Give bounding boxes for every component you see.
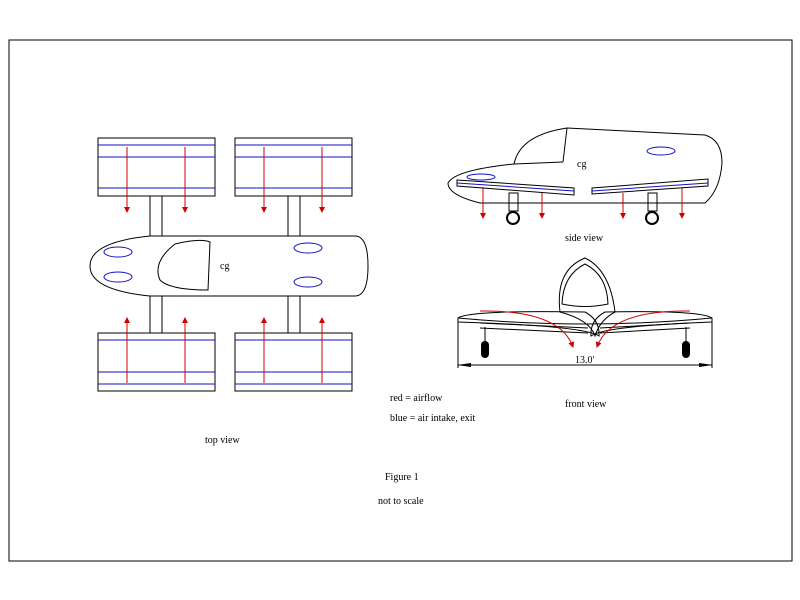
wing-side-rear bbox=[591, 178, 709, 195]
figure-frame bbox=[8, 39, 793, 562]
canopy-front bbox=[558, 257, 616, 338]
top-view-label: top view bbox=[205, 435, 240, 446]
legend-blue: blue = air intake, exit bbox=[390, 413, 476, 424]
wheel-icon bbox=[481, 341, 489, 358]
wheel-icon bbox=[645, 211, 659, 225]
fuselage-top bbox=[89, 235, 369, 297]
rotor-box-rear-left bbox=[234, 137, 353, 213]
side-view-label: side view bbox=[565, 233, 604, 244]
wheel-icon bbox=[682, 341, 690, 358]
fuselage-side bbox=[447, 127, 723, 204]
wing-side-front bbox=[456, 179, 575, 196]
cg-label-top: cg bbox=[220, 261, 229, 272]
scale-note: not to scale bbox=[378, 496, 424, 507]
top-view: cg top view bbox=[89, 137, 369, 446]
wheel-icon bbox=[506, 211, 520, 225]
side-view: cg side view bbox=[447, 127, 723, 244]
span-dimension: 13.0' bbox=[575, 355, 595, 366]
intake-icon bbox=[293, 276, 323, 288]
intake-icon bbox=[103, 271, 133, 283]
front-view: 13.0' front view bbox=[457, 257, 713, 410]
intake-icon bbox=[103, 246, 133, 258]
canopy-top bbox=[157, 239, 211, 291]
figure-title: Figure 1 bbox=[385, 472, 419, 483]
struts bbox=[149, 196, 301, 333]
rotor-box-rear-right bbox=[234, 317, 353, 392]
rotor-box-front-right bbox=[97, 317, 216, 392]
cg-label-side: cg bbox=[577, 159, 586, 170]
legend-red: red = airflow bbox=[390, 393, 443, 404]
intake-icon bbox=[646, 146, 676, 156]
intake-icon bbox=[466, 173, 496, 181]
front-view-label: front view bbox=[565, 399, 607, 410]
rotor-box-front-left bbox=[97, 137, 216, 213]
intake-icon bbox=[293, 242, 323, 254]
